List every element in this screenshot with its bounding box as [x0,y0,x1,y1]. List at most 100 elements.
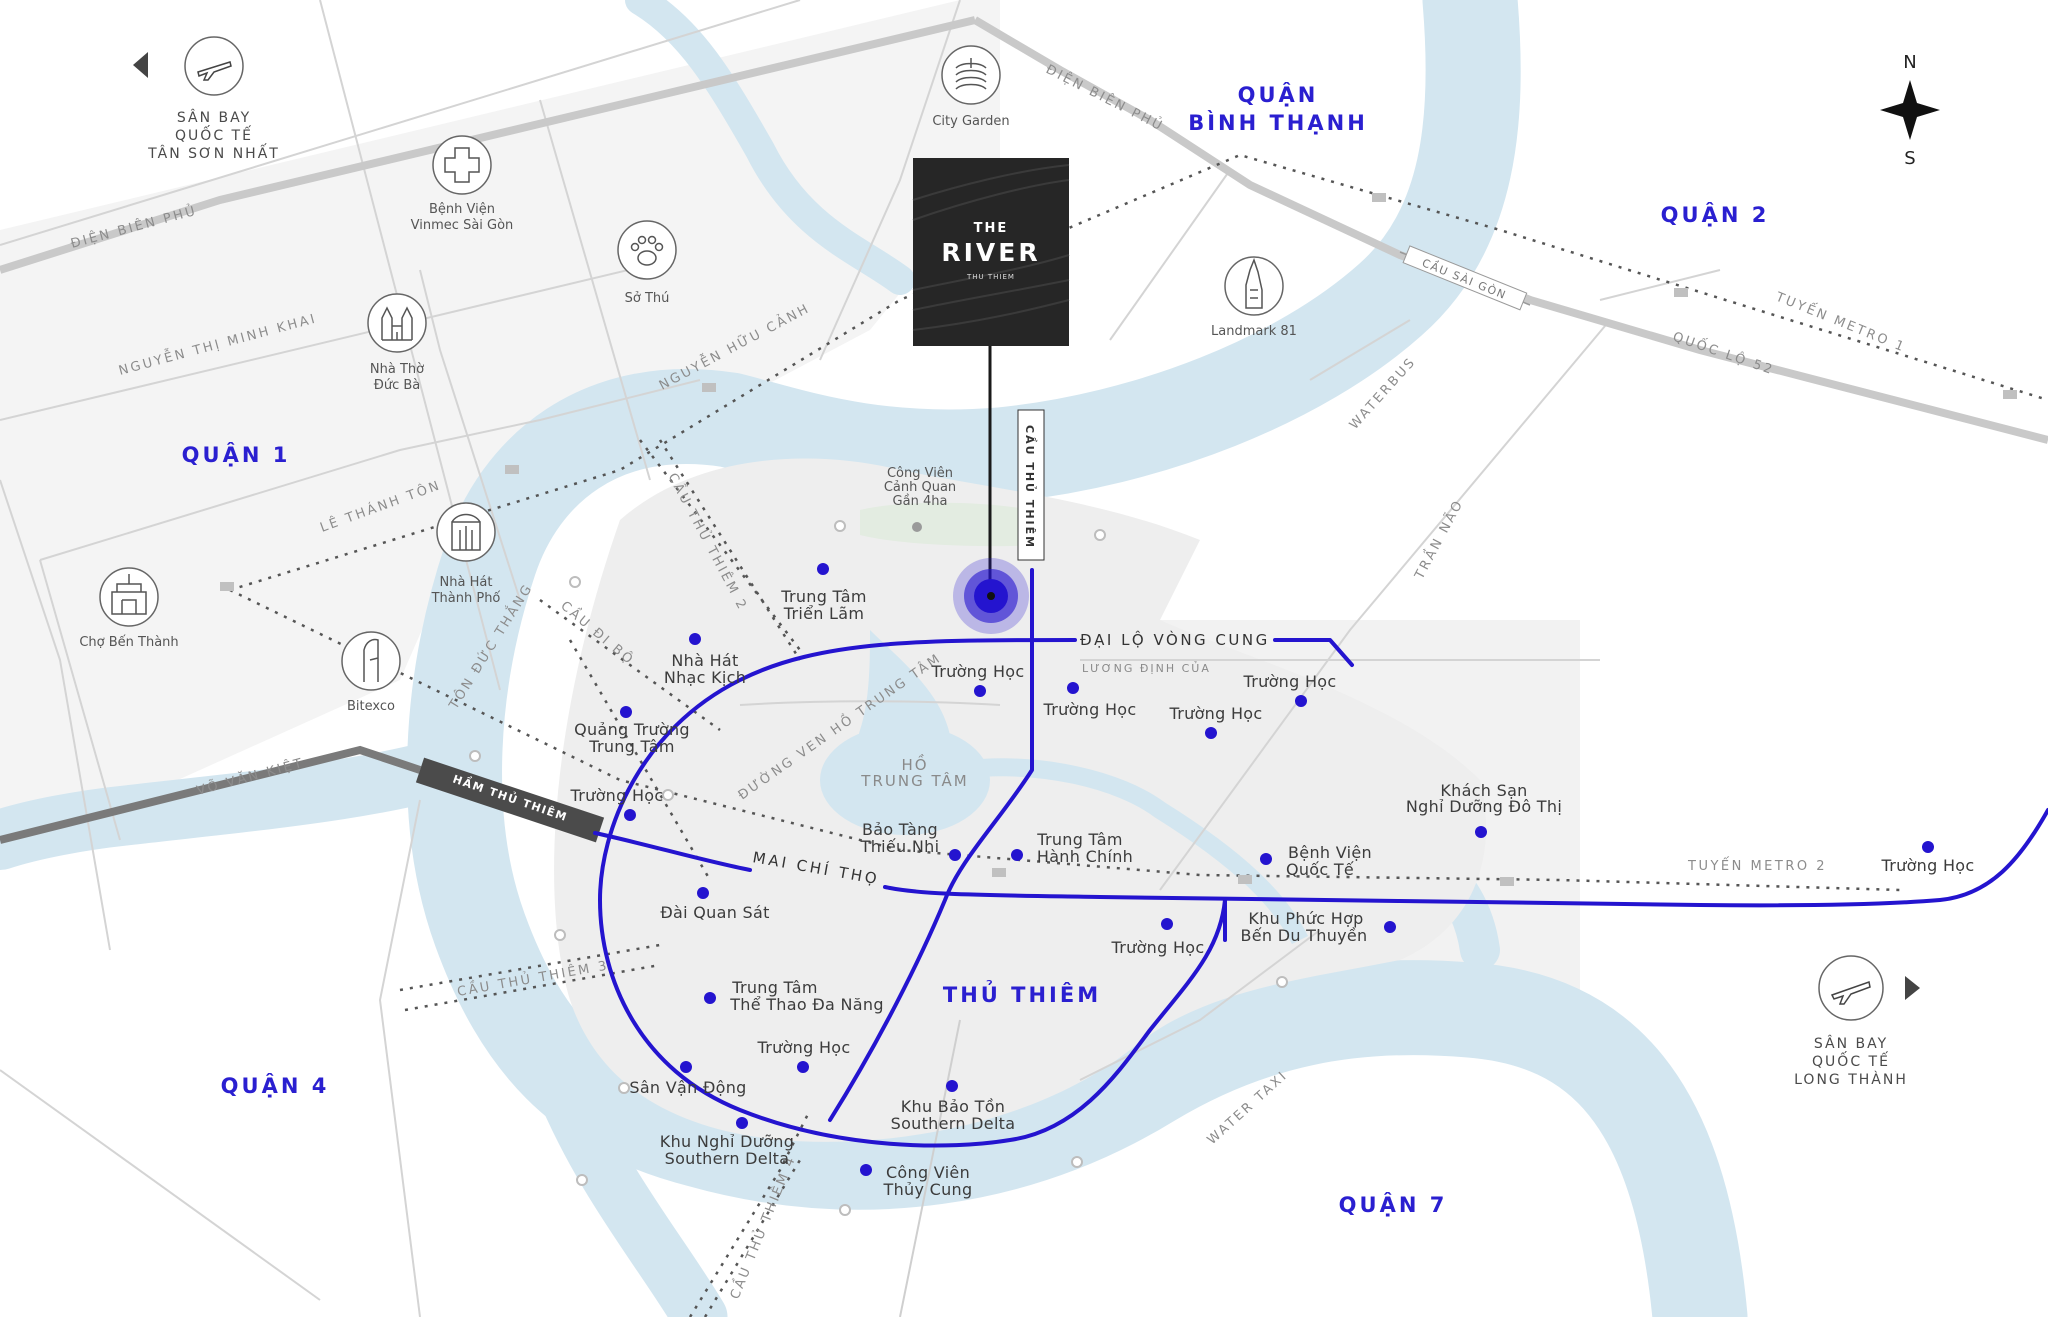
poi-dot-truong-hoc-7[interactable] [1161,918,1173,930]
poi-label-trien-lam-2: Triển Lãm [783,604,865,623]
points-of-interest: Trung Tâm Triển Lãm Nhà Hát Nhạc Kịch Qu… [570,563,1975,1199]
landmark-vinmec[interactable]: Bệnh Viện Vinmec Sài Gòn [411,135,514,233]
park-point [912,522,922,532]
poi-label-truong-hoc-1: Trường Học [570,786,664,805]
poi-label-thuy-cung-1: Công Viên [886,1163,970,1182]
poi-label-san-van-dong: Sân Vận Động [629,1078,746,1097]
church-icon-circle [367,293,427,353]
poi-label-phuc-hop-2: Bến Du Thuyền [1240,926,1367,945]
compass: N S [1880,52,1940,169]
poi-label-thuy-cung-2: Thủy Cung [883,1180,973,1199]
poi-label-khach-san-1: Khách Sạn [1440,781,1527,800]
airport-tsn-line1: SÂN BAY [177,108,251,126]
district-quan-7: QUẬN 7 [1339,1191,1448,1217]
cong-vien-label-3: Gần 4ha [893,494,948,509]
lake-label: HỒ TRUNG TÂM [860,753,968,790]
poi-dot-truong-hoc-1[interactable] [624,809,636,821]
poi-label-truong-hoc-2: Trường Học [931,662,1025,681]
project-marker[interactable]: THE RIVER THU THIEM [912,158,1070,634]
poi-dot-khach-san[interactable] [1475,826,1487,838]
poi-dot-truong-hoc-2[interactable] [974,685,986,697]
poi-dot-trien-lam[interactable] [817,563,829,575]
opera-house-icon [451,513,481,551]
district-quan-1: QUẬN 1 [182,441,291,467]
airport-long-thanh[interactable]: SÂN BAY QUỐC TẾ LONG THÀNH [1794,955,1920,1088]
landmark-bitexco[interactable]: Bitexco [341,631,401,714]
poi-label-truong-hoc-6: Trường Học [1881,856,1975,875]
poi-label-bao-ton-2: Southern Delta [891,1114,1016,1133]
poi-dot-san-van-dong[interactable] [680,1061,692,1073]
landmark-so-thu[interactable]: Sở Thú [617,220,677,306]
logo-stripes [912,164,1070,331]
poi-label-bao-tang-1: Bảo Tàng [862,820,938,839]
poi-dot-the-thao[interactable] [704,992,716,1004]
airport-tan-son-nhat[interactable]: SÂN BAY QUỐC TẾ TÂN SƠN NHẤT [133,36,280,162]
poi-dot-nha-hat-nhac-kich[interactable] [689,633,701,645]
poi-label-truong-hoc-8: Trường Học [757,1038,851,1057]
poi-dot-benh-vien[interactable] [1260,853,1272,865]
nha-hat-tp-label-1: Nhà Hát [440,575,493,590]
cong-vien-label-1: Công Viên [887,466,953,481]
poi-dot-thuy-cung[interactable] [860,1164,872,1176]
poi-dot-truong-hoc-3[interactable] [1067,682,1079,694]
cathedral-icon [381,306,413,341]
poi-label-quang-truong-2: Trung Tâm [588,737,675,756]
ho-trung-tam-label-1: HỒ [901,753,928,774]
landmark-landmark81[interactable]: Landmark 81 [1211,256,1297,339]
nha-tho-label-2: Đức Bà [374,378,420,393]
poi-label-truong-hoc-5: Trường Học [1243,672,1337,691]
vinmec-label-2: Vinmec Sài Gòn [411,218,514,233]
blue-routes [593,568,2048,1148]
cong-vien-label-2: Cảnh Quan [884,480,956,495]
landmark-city-garden[interactable]: City Garden [932,45,1010,129]
nha-tho-label-1: Nhà Thờ [370,362,424,377]
city-garden-icon [955,58,987,90]
project-logo-box[interactable] [913,158,1069,346]
bitexco-tower-icon [363,638,379,682]
market-building-icon [111,574,147,615]
arrow-left-icon[interactable] [133,52,148,78]
road-label-dai-lo-vong-cung: ĐẠI LỘ VÒNG CUNG [1080,630,1270,649]
arrow-right-icon[interactable] [1905,976,1920,1000]
ho-trung-tam-label-2: TRUNG TÂM [860,771,968,790]
metro-lines [229,153,2048,1317]
poi-label-nghi-duong-2: Southern Delta [665,1149,790,1168]
poi-dot-dai-quan-sat[interactable] [697,887,709,899]
park-label: Công Viên Cảnh Quan Gần 4ha [884,466,956,532]
landmark-nha-hat-tp[interactable]: Nhà Hát Thành Phố [431,502,501,606]
poi-label-truong-hoc-7: Trường Học [1111,938,1205,957]
landmark-cho-ben-thanh[interactable]: Chợ Bến Thành [79,567,179,650]
landmark-nha-tho[interactable]: Nhà Thờ Đức Bà [367,293,427,393]
bitexco-icon-circle [341,631,401,691]
market-icon-circle [99,567,159,627]
poi-dot-truong-hoc-5[interactable] [1295,695,1307,707]
city-garden-label: City Garden [932,114,1009,129]
skyscraper-icon [1245,257,1263,309]
bitexco-label: Bitexco [347,699,395,714]
district-binh-thanh-line2: BÌNH THẠNH [1188,110,1368,135]
poi-dot-quang-truong[interactable] [620,706,632,718]
poi-dot-bao-tang[interactable] [949,849,961,861]
poi-dot-nghi-duong[interactable] [736,1117,748,1129]
poi-dot-truong-hoc-8[interactable] [797,1061,809,1073]
poi-dot-bao-ton[interactable] [946,1080,958,1092]
poi-dot-truong-hoc-4[interactable] [1205,727,1217,739]
poi-label-quang-truong-1: Quảng Trường [574,720,690,739]
district-thu-thiem: THỦ THIÊM [943,980,1101,1007]
road-label-luong-dinh-cua: LƯƠNG ĐỊNH CỦA [1082,661,1211,675]
poi-label-bao-ton-1: Khu Bảo Tồn [901,1097,1006,1116]
metro-stations [220,193,2017,886]
poi-label-truong-hoc-4: Trường Học [1169,704,1263,723]
poi-label-nghi-duong-1: Khu Nghỉ Dưỡng [660,1132,794,1151]
poi-dot-truong-hoc-6[interactable] [1922,841,1934,853]
district-labels: QUẬN BÌNH THẠNH QUẬN 2 QUẬN 1 QUẬN 4 QUẬ… [182,81,1767,1217]
paw-icon [630,235,664,266]
poi-dot-phuc-hop[interactable] [1384,921,1396,933]
compass-rose-icon [1880,80,1940,140]
plane-icon [1830,981,1871,1005]
road-label-cau-thu-thiem: CẦU THỦ THIÊM [1023,425,1037,549]
airport-tsn-line2: QUỐC TẾ [175,125,253,144]
poi-dot-hanh-chinh[interactable] [1011,849,1023,861]
water-stops [469,520,1288,1216]
